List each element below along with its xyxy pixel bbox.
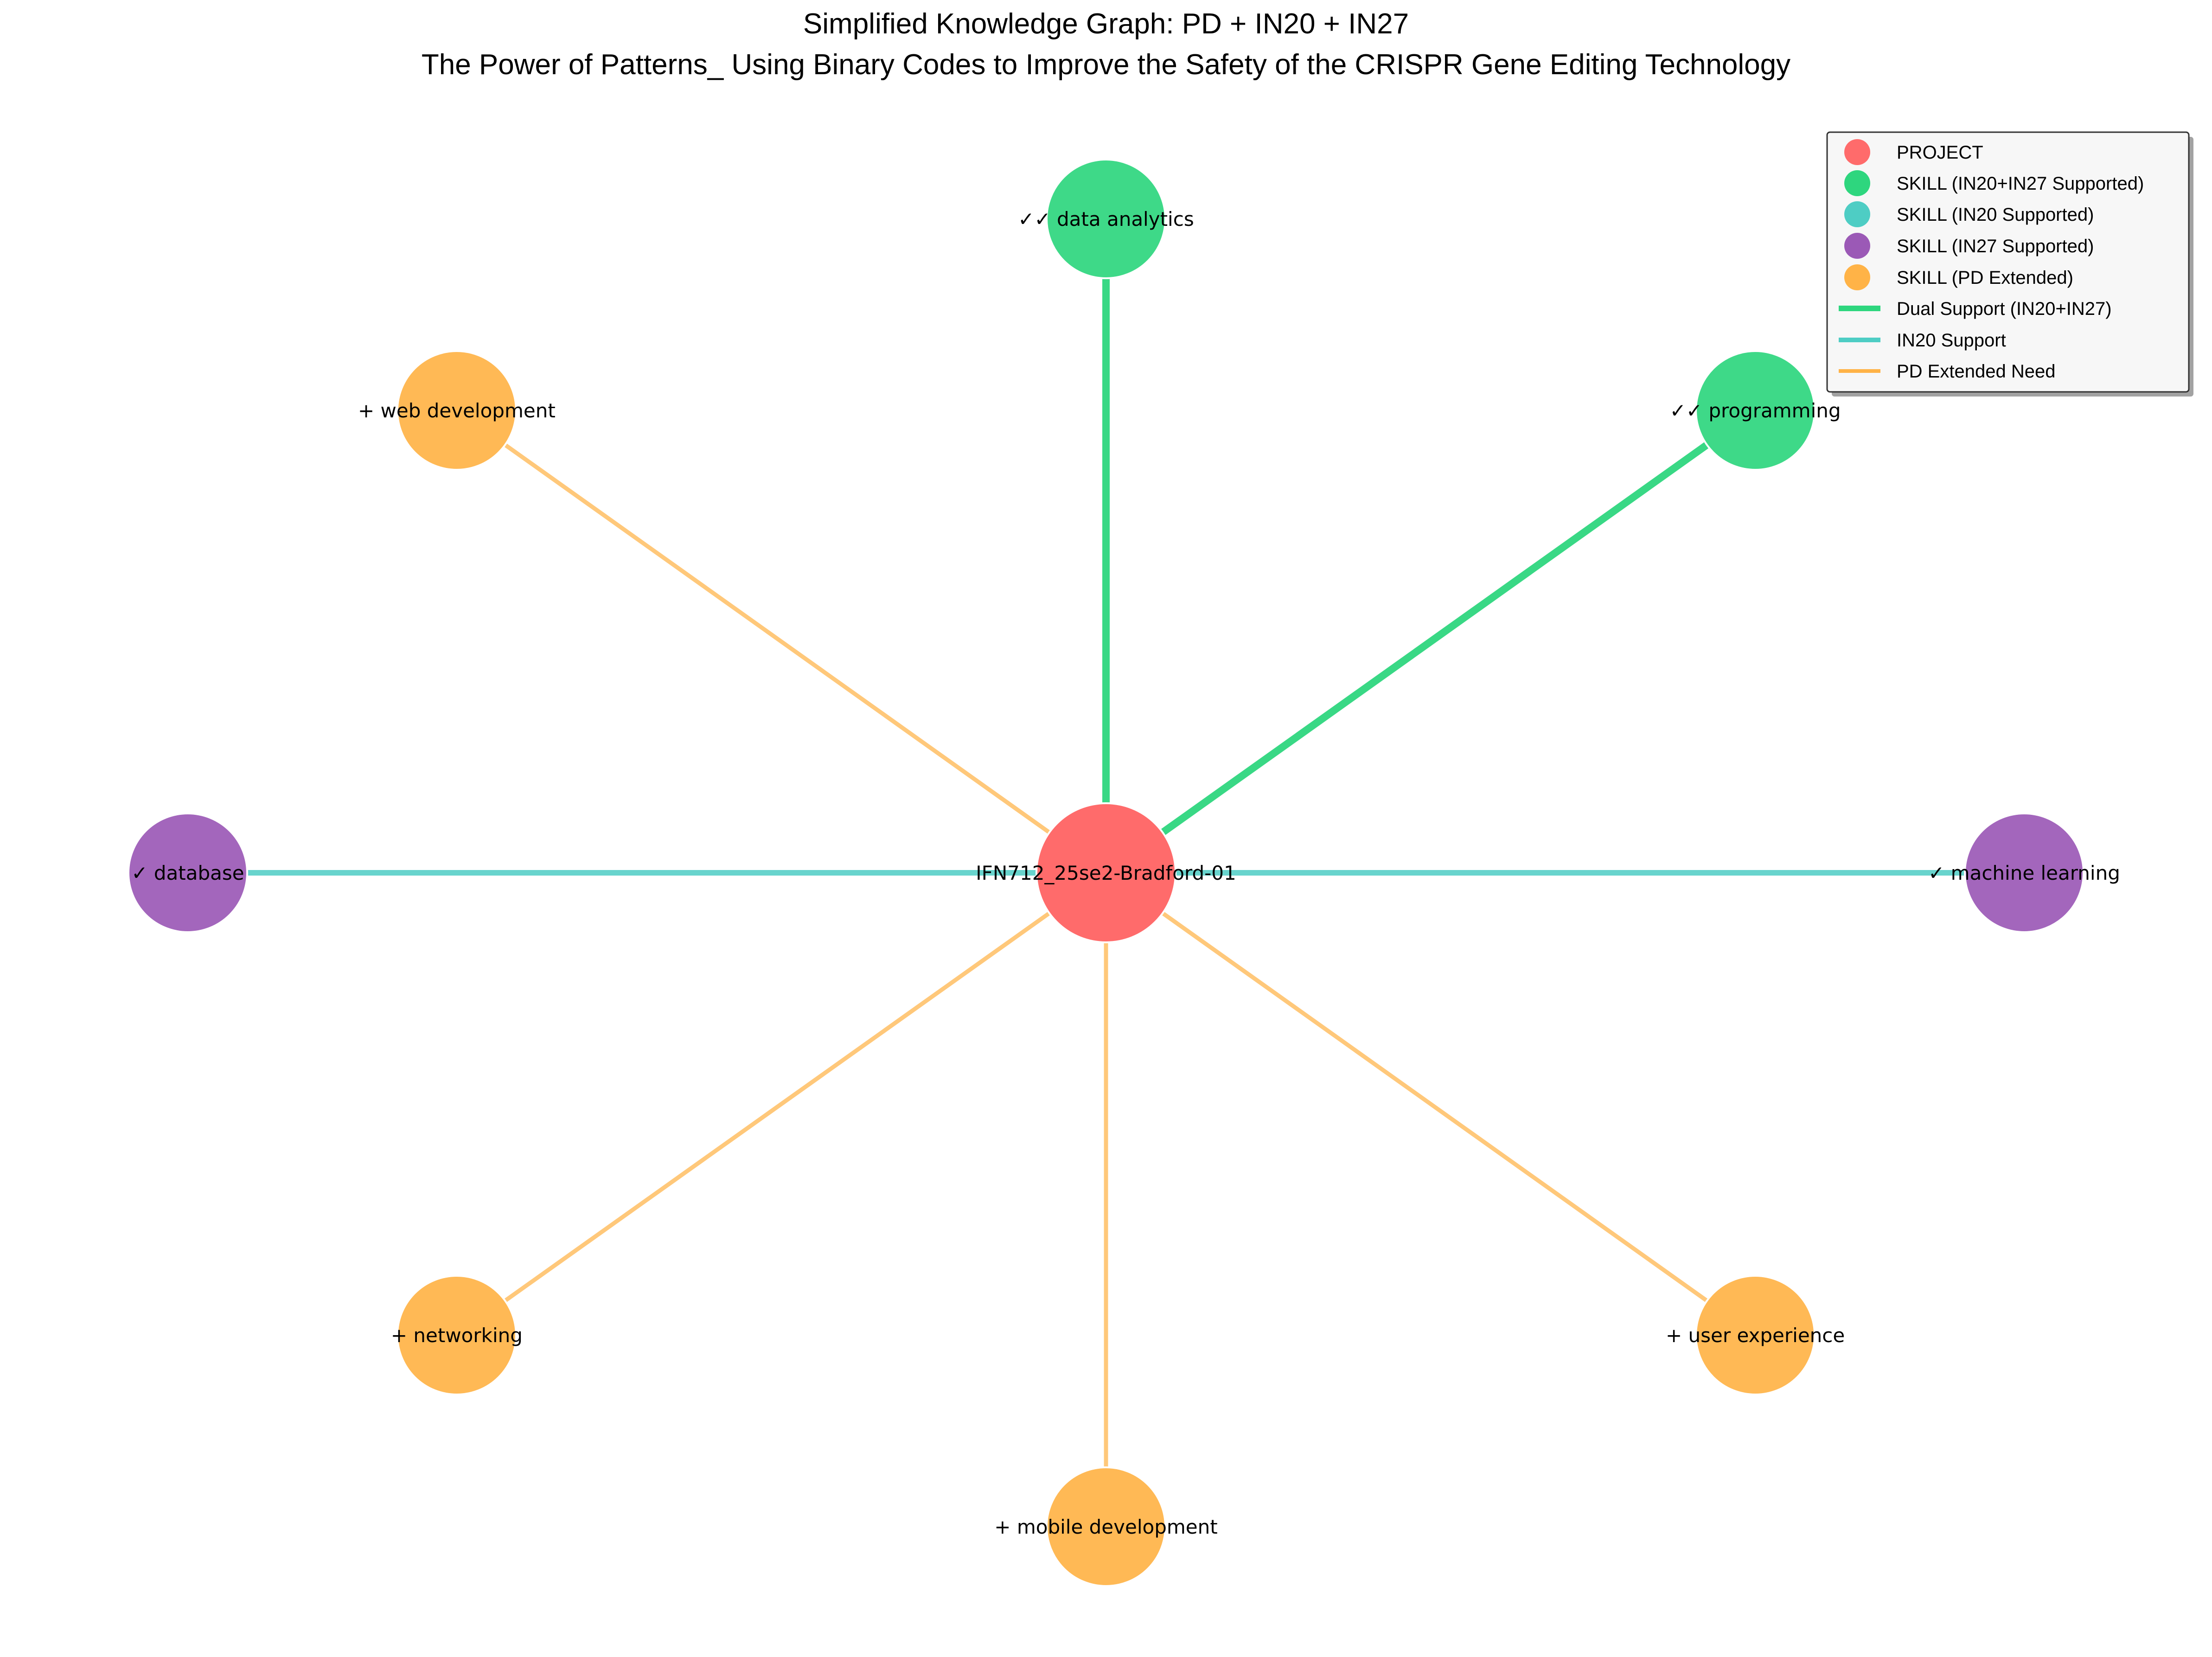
label-networking: + networking — [391, 1324, 523, 1347]
node-mobile-development[interactable] — [1046, 1466, 1166, 1587]
legend-marker-skill-in20 — [1844, 201, 1870, 227]
legend-label-skill-dual: SKILL (IN20+IN27 Supported) — [1897, 173, 2144, 194]
legend: PROJECT SKILL (IN20+IN27 Supported) SKIL… — [1826, 131, 2193, 397]
node-data-analytics[interactable] — [1046, 159, 1166, 279]
legend-label-skill-pd: SKILL (PD Extended) — [1897, 268, 2073, 288]
legend-entry-edge-pd: PD Extended Need — [1839, 361, 2055, 382]
legend-entry-edge-dual: Dual Support (IN20+IN27) — [1839, 299, 2112, 319]
legend-label-edge-in20: IN20 Support — [1897, 330, 2006, 351]
edge-programming — [1160, 441, 1709, 836]
labels-layer: IFN712_25se2-Bradford-01 ✓✓ data analytic… — [131, 208, 2120, 1538]
graph-title-line1: Simplified Knowledge Graph: PD + IN20 + … — [803, 8, 1409, 40]
label-web-development: + web development — [358, 399, 556, 422]
label-machine-learning: ✓ machine learning — [1928, 862, 2120, 884]
legend-label-skill-in20: SKILL (IN20 Supported) — [1897, 205, 2094, 225]
nodes-layer — [128, 159, 2084, 1587]
legend-entry-project: PROJECT — [1844, 139, 1983, 165]
legend-entry-edge-in20: IN20 Support — [1839, 330, 2006, 351]
node-networking[interactable] — [396, 1275, 517, 1395]
legend-entry-skill-in20: SKILL (IN20 Supported) — [1844, 201, 2094, 227]
legend-entry-skill-pd: SKILL (PD Extended) — [1844, 264, 2073, 290]
label-project: IFN712_25se2-Bradford-01 — [976, 862, 1236, 884]
legend-label-project: PROJECT — [1897, 142, 1983, 163]
legend-marker-skill-pd — [1844, 264, 1870, 290]
legend-label-skill-in27: SKILL (IN27 Supported) — [1897, 236, 2094, 256]
node-programming[interactable] — [1695, 350, 1816, 471]
legend-label-edge-pd: PD Extended Need — [1897, 361, 2055, 382]
edges-layer — [247, 278, 1965, 1467]
edge-networking — [504, 911, 1051, 1303]
legend-label-edge-dual: Dual Support (IN20+IN27) — [1897, 299, 2112, 319]
legend-marker-skill-in27 — [1844, 233, 1870, 259]
label-programming: ✓✓ programming — [1670, 399, 1841, 422]
legend-entry-skill-dual: SKILL (IN20+IN27 Supported) — [1844, 170, 2144, 196]
legend-entry-skill-in27: SKILL (IN27 Supported) — [1844, 233, 2094, 259]
edge-web-development — [504, 443, 1051, 834]
legend-box — [1826, 131, 2190, 393]
legend-marker-skill-dual — [1844, 170, 1870, 196]
node-user-experience[interactable] — [1695, 1275, 1816, 1395]
label-data-analytics: ✓✓ data analytics — [1018, 208, 1194, 230]
node-web-development[interactable] — [396, 350, 517, 471]
label-mobile-development: + mobile development — [994, 1516, 1217, 1538]
graph-title-line2: The Power of Patterns_ Using Binary Code… — [422, 49, 1790, 81]
label-database: ✓ database — [131, 862, 244, 884]
node-machine-learning[interactable] — [1964, 813, 2084, 933]
legend-marker-project — [1844, 139, 1870, 165]
node-database[interactable] — [128, 813, 248, 933]
edge-user-experience — [1161, 911, 1708, 1303]
label-user-experience: + user experience — [1666, 1324, 1845, 1347]
node-project[interactable] — [1036, 802, 1176, 943]
